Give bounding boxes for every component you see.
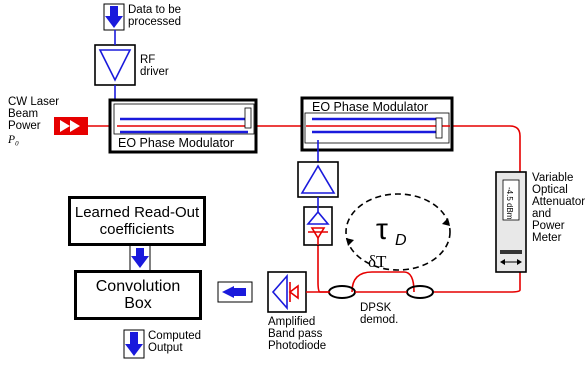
data-input-arrow: [103, 3, 125, 31]
laser-source-arrow: [54, 117, 88, 135]
readout-box: Learned Read-Out coefficients: [68, 196, 206, 246]
computed-output-label: Computed Output: [148, 330, 202, 354]
voa-label: Variable Optical Attenuator and Power Me…: [532, 172, 586, 244]
cw-laser-label: CW Laser Beam Power: [8, 96, 60, 132]
readout-to-convolution-arrow: [129, 244, 151, 272]
convolution-label: Convolution Box: [95, 278, 181, 312]
dpsk-label: DPSK demod.: [360, 302, 399, 326]
readout-label: Learned Read-Out coefficients: [74, 204, 200, 238]
eo-modulator-1-label: EO Phase Modulator: [118, 136, 235, 150]
photodiode-to-convolution-arrow: [217, 281, 253, 303]
photodiode-label: Amplified Band pass Photodiode: [268, 316, 327, 352]
eo-modulator-2-label: EO Phase Modulator: [312, 100, 429, 114]
feedback-amplifier: [297, 140, 339, 246]
dpsk-couplers: [328, 285, 434, 299]
eo-modulator-1: [108, 98, 258, 154]
voa-display: -4.5 dBm: [505, 187, 514, 220]
rf-driver: [94, 30, 136, 122]
eo-modulator-2: [300, 96, 454, 152]
convolution-box: Convolution Box: [74, 270, 202, 320]
variable-optical-attenuator: [495, 171, 527, 273]
computed-output-arrow: [123, 329, 145, 359]
tau-symbol: τ: [376, 213, 388, 246]
tau-subscript: D: [395, 232, 407, 249]
delta-t-label: δT: [368, 252, 387, 271]
rf-driver-label: RF driver: [140, 54, 169, 78]
p0-label: P₀: [8, 134, 20, 146]
delay-loop: [345, 193, 451, 271]
photodiode: [267, 271, 330, 313]
data-input-label: Data to be processed: [128, 4, 182, 28]
